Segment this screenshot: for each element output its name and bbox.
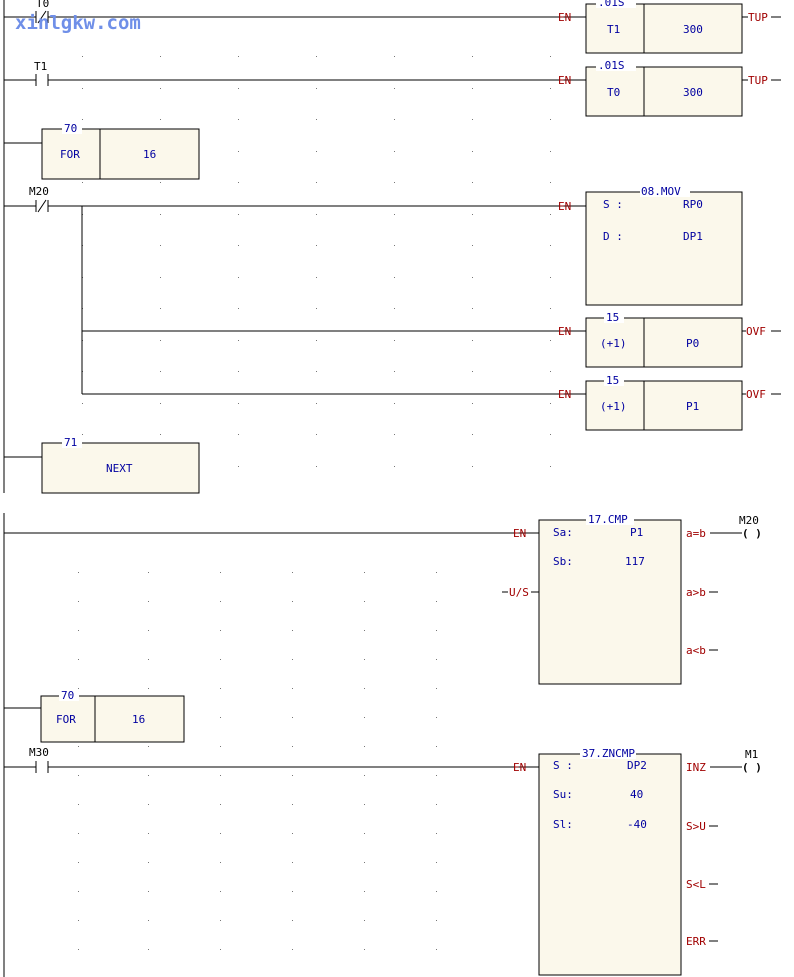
- contact-m20-nc[interactable]: [35, 199, 49, 213]
- for-label: FOR: [56, 713, 76, 726]
- mov-s-label: S :: [603, 198, 623, 211]
- zncmp-su-label: Su:: [553, 788, 573, 801]
- pin-en: EN: [558, 11, 571, 24]
- zncmp-sl-value: -40: [627, 818, 647, 831]
- coil-label-m20: M20: [739, 514, 759, 527]
- timer-block-t0[interactable]: .01S T0 300: [585, 59, 743, 117]
- pin-en: EN: [513, 527, 526, 540]
- grid-dots: [78, 56, 551, 950]
- watermark: xinlgkw.com: [15, 12, 141, 34]
- pin-en: EN: [558, 325, 571, 338]
- cmp-sa-value: P1: [630, 526, 643, 539]
- mov-d-value: DP1: [683, 230, 703, 243]
- next-block[interactable]: 71 NEXT: [41, 436, 200, 494]
- cmp-block[interactable]: 17.CMP Sa: P1 Sb: 117: [538, 513, 682, 685]
- contact-label-t1: T1: [34, 60, 47, 73]
- rung-6-cmp: EN U/S 17.CMP Sa: P1 Sb: 117 a=b ( ) M20…: [4, 513, 762, 685]
- coil-label-m1: M1: [745, 748, 758, 761]
- for-code: 70: [61, 689, 74, 702]
- inc-code: 15: [606, 374, 619, 387]
- inc-op: (+1): [600, 337, 627, 350]
- zncmp-s-value: DP2: [627, 759, 647, 772]
- contact-label-m30: M30: [29, 746, 49, 759]
- pin-s-lt-l: S<L: [686, 878, 706, 891]
- contact-t1-no[interactable]: [35, 74, 49, 86]
- zncmp-title: 37.ZNCMP: [582, 747, 635, 760]
- coil-m20[interactable]: ( ): [742, 527, 762, 540]
- cmp-sa-label: Sa:: [553, 526, 573, 539]
- rung-1: T0 EN .01S T1 300 TUP: [4, 0, 781, 54]
- pin-a-gt-b: a>b: [686, 586, 706, 599]
- timer-preset: 300: [683, 86, 703, 99]
- contact-label-t0: T0: [36, 0, 49, 10]
- zncmp-su-value: 40: [630, 788, 643, 801]
- cmp-sb-label: Sb:: [553, 555, 573, 568]
- rung-8-zncmp: M30 EN 37.ZNCMP S : DP2 Su: 40 Sl: -40 I…: [4, 746, 762, 976]
- for-block[interactable]: 70 FOR 16: [41, 122, 200, 180]
- pin-tup: TUP: [748, 11, 768, 24]
- rung-3-for: 70 FOR 16: [4, 122, 200, 180]
- pin-err: ERR: [686, 935, 706, 948]
- contact-label-m20: M20: [29, 185, 49, 198]
- zncmp-block[interactable]: 37.ZNCMP S : DP2 Su: 40 Sl: -40: [538, 747, 682, 976]
- zncmp-sl-label: Sl:: [553, 818, 573, 831]
- pin-en: EN: [558, 200, 571, 213]
- mov-d-label: D :: [603, 230, 623, 243]
- timer-base: .01S: [598, 59, 625, 72]
- for-block[interactable]: 70 FOR 16: [40, 689, 185, 743]
- inc-code: 15: [606, 311, 619, 324]
- coil-m1[interactable]: ( ): [742, 761, 762, 774]
- pin-inz: INZ: [686, 761, 706, 774]
- rung-5-next: 71 NEXT: [4, 436, 200, 494]
- rung-4: M20 EN 08.MOV S : RP0 D : DP1 EN 15 (+1)…: [4, 185, 781, 431]
- inc-block-p0[interactable]: 15 (+1) P0: [585, 311, 743, 368]
- timer-name: T1: [607, 23, 620, 36]
- mov-title: 08.MOV: [641, 185, 681, 198]
- cmp-sb-value: 117: [625, 555, 645, 568]
- pin-ovf: OVF: [746, 325, 766, 338]
- for-count: 16: [132, 713, 145, 726]
- rung-7-for: 70 FOR 16: [4, 689, 185, 743]
- contact-m30-no[interactable]: [35, 761, 49, 773]
- pin-s-gt-u: S>U: [686, 820, 706, 833]
- for-count: 16: [143, 148, 156, 161]
- pin-ovf: OVF: [746, 388, 766, 401]
- timer-name: T0: [607, 86, 620, 99]
- pin-a-lt-b: a<b: [686, 644, 706, 657]
- inc-block-p1[interactable]: 15 (+1) P1: [585, 374, 743, 431]
- pin-us: U/S: [509, 586, 529, 599]
- mov-s-value: RP0: [683, 198, 703, 211]
- inc-operand: P1: [686, 400, 699, 413]
- next-code: 71: [64, 436, 77, 449]
- mov-block[interactable]: 08.MOV S : RP0 D : DP1: [585, 185, 743, 306]
- svg-text:( ): ( ): [742, 761, 762, 774]
- next-label: NEXT: [106, 462, 133, 475]
- timer-block-t1[interactable]: .01S T1 300: [585, 0, 743, 54]
- pin-en: EN: [558, 388, 571, 401]
- svg-text:( ): ( ): [742, 527, 762, 540]
- pin-a-eq-b: a=b: [686, 527, 706, 540]
- pin-en: EN: [513, 761, 526, 774]
- timer-base: .01S: [598, 0, 625, 9]
- pin-en: EN: [558, 74, 571, 87]
- inc-op: (+1): [600, 400, 627, 413]
- rung-2: T1 EN .01S T0 300 TUP: [4, 59, 781, 117]
- inc-operand: P0: [686, 337, 699, 350]
- for-label: FOR: [60, 148, 80, 161]
- cmp-title: 17.CMP: [588, 513, 628, 526]
- zncmp-s-label: S :: [553, 759, 573, 772]
- for-code: 70: [64, 122, 77, 135]
- timer-preset: 300: [683, 23, 703, 36]
- pin-tup: TUP: [748, 74, 768, 87]
